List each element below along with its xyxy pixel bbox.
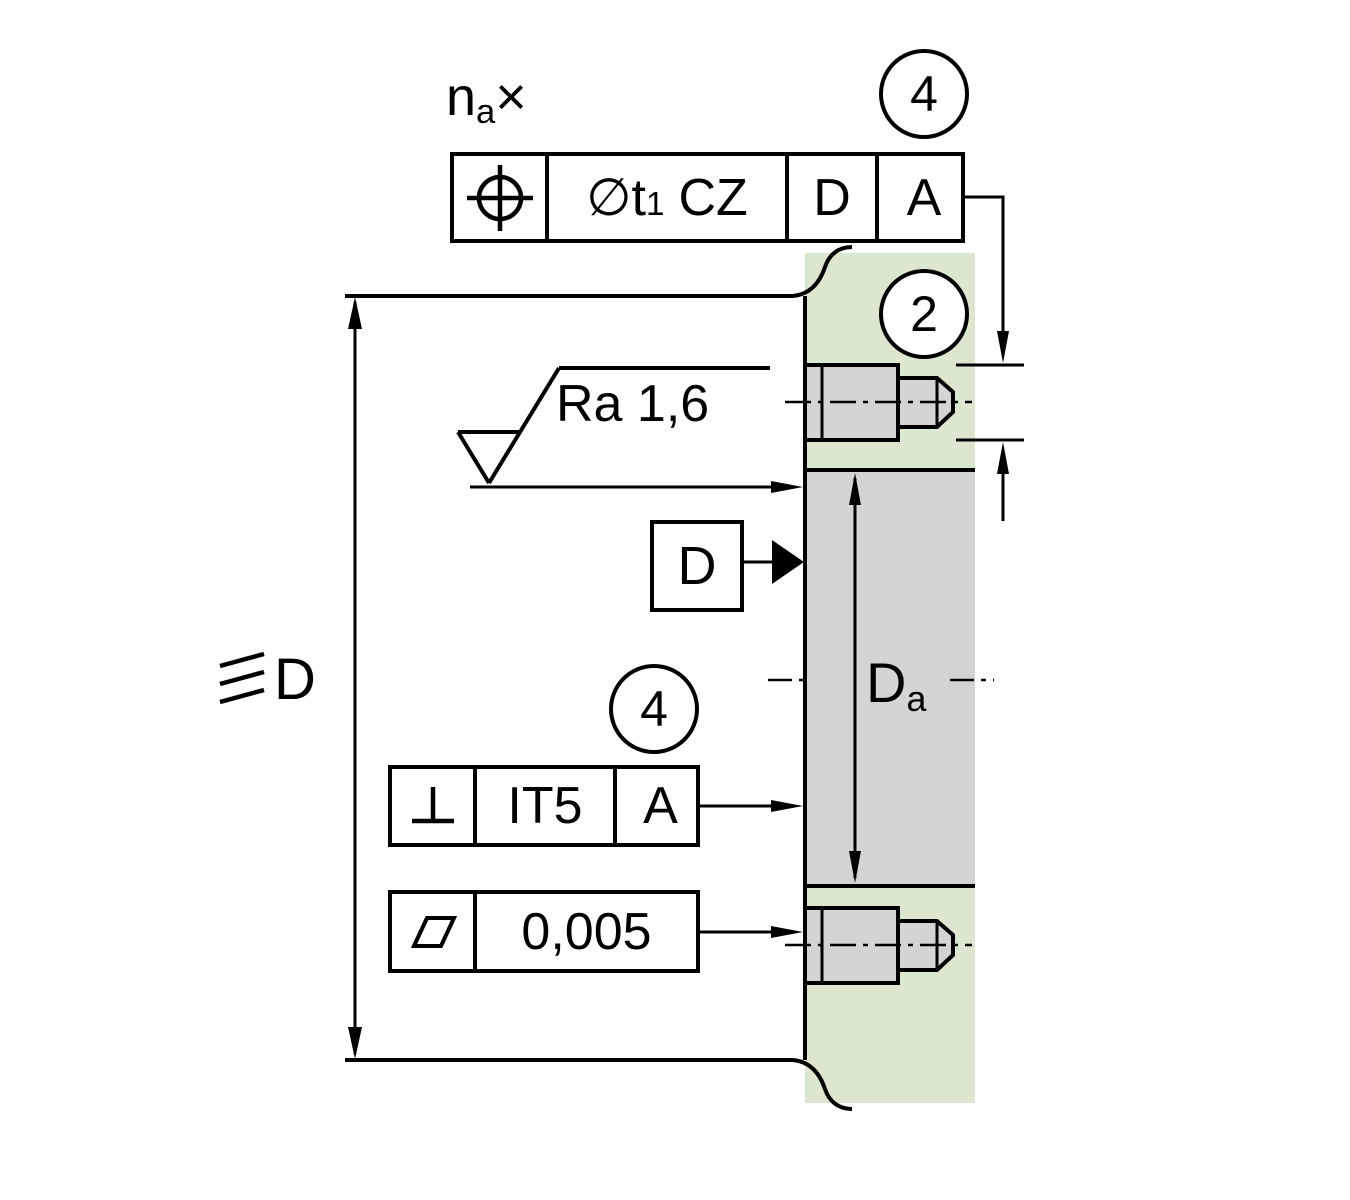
datum-reference-A: A xyxy=(906,168,942,227)
count-n: n xyxy=(446,67,477,127)
dimension-Da-letter: D xyxy=(866,651,907,714)
position-tolerance-leader xyxy=(956,195,1024,521)
flatness-feature-control-frame: 0,005 xyxy=(388,890,700,973)
perpendicularity-datum-cell: A xyxy=(617,769,704,843)
set-screw-bottom xyxy=(785,906,972,985)
dimension-Da xyxy=(768,473,994,883)
balloon-2-text: 2 xyxy=(910,286,938,342)
perpendicularity-tolerance: IT5 xyxy=(507,777,583,835)
perpendicularity-icon xyxy=(411,787,454,824)
bottom-break-curve xyxy=(792,1058,853,1111)
flatness-symbol-cell xyxy=(392,894,477,969)
set-screw-top xyxy=(785,363,972,442)
arrow-down xyxy=(997,331,1009,363)
count-sub: a xyxy=(476,93,496,132)
dimension-D-label: D xyxy=(274,646,316,713)
flatness-tolerance: 0,005 xyxy=(521,902,652,961)
datum-reference-D-cell: D xyxy=(789,156,879,239)
hole-count-label: na× xyxy=(446,66,527,132)
dimension-D-letter: D xyxy=(274,647,316,712)
position-icon xyxy=(466,164,533,231)
roughness-value: Ra 1,6 xyxy=(556,375,710,433)
dimension-Da-label: Da xyxy=(866,650,926,719)
datum-D-box: D xyxy=(650,520,744,612)
triple-parallel-lines-icon xyxy=(219,651,265,705)
balloon-2: 2 xyxy=(879,269,969,359)
perpendicularity-leader xyxy=(700,800,803,812)
flatness-icon xyxy=(410,915,457,948)
datum-D-letter: D xyxy=(677,536,717,596)
position-symbol-cell xyxy=(454,156,549,239)
tolerance-t: t xyxy=(631,168,646,227)
balloon-4-mid-text: 4 xyxy=(640,681,668,737)
datum-reference-A-cell: A xyxy=(879,156,969,239)
roughness-leader xyxy=(470,481,803,493)
arrow-right xyxy=(771,926,803,938)
arrow-right xyxy=(771,481,803,493)
perpendicularity-feature-control-frame: IT5 A xyxy=(388,765,700,847)
dimension-Da-sub: a xyxy=(906,678,927,719)
diameter-symbol: ∅ xyxy=(586,168,632,227)
arrow-up xyxy=(997,442,1009,474)
perpendicularity-datum: A xyxy=(643,777,678,835)
bore-section-fill xyxy=(805,470,975,886)
dimension-arrow-down xyxy=(849,851,861,883)
perpendicularity-symbol-cell xyxy=(392,769,477,843)
arrow-right xyxy=(771,800,803,812)
leader-line xyxy=(965,195,1005,332)
tolerance-t-sub: 1 xyxy=(645,186,665,224)
zone-modifier: CZ xyxy=(678,168,748,227)
flatness-leader xyxy=(700,926,803,938)
datum-reference-D: D xyxy=(813,168,851,227)
top-break-curve xyxy=(792,245,853,298)
roughness-icon xyxy=(456,366,770,485)
balloon-4-mid: 4 xyxy=(609,664,699,754)
dimension-D xyxy=(219,297,362,1059)
perpendicularity-tolerance-cell: IT5 xyxy=(477,769,617,843)
balloon-4-top: 4 xyxy=(879,49,969,139)
datum-triangle-icon xyxy=(772,540,804,584)
dimension-arrow-up xyxy=(348,297,362,329)
datum-leader xyxy=(737,540,804,584)
balloon-4-top-text: 4 xyxy=(910,66,938,122)
dimension-arrow-down xyxy=(348,1027,362,1059)
dimension-arrow-up xyxy=(849,473,861,505)
count-times: × xyxy=(495,67,527,127)
flatness-tolerance-cell: 0,005 xyxy=(477,894,696,969)
